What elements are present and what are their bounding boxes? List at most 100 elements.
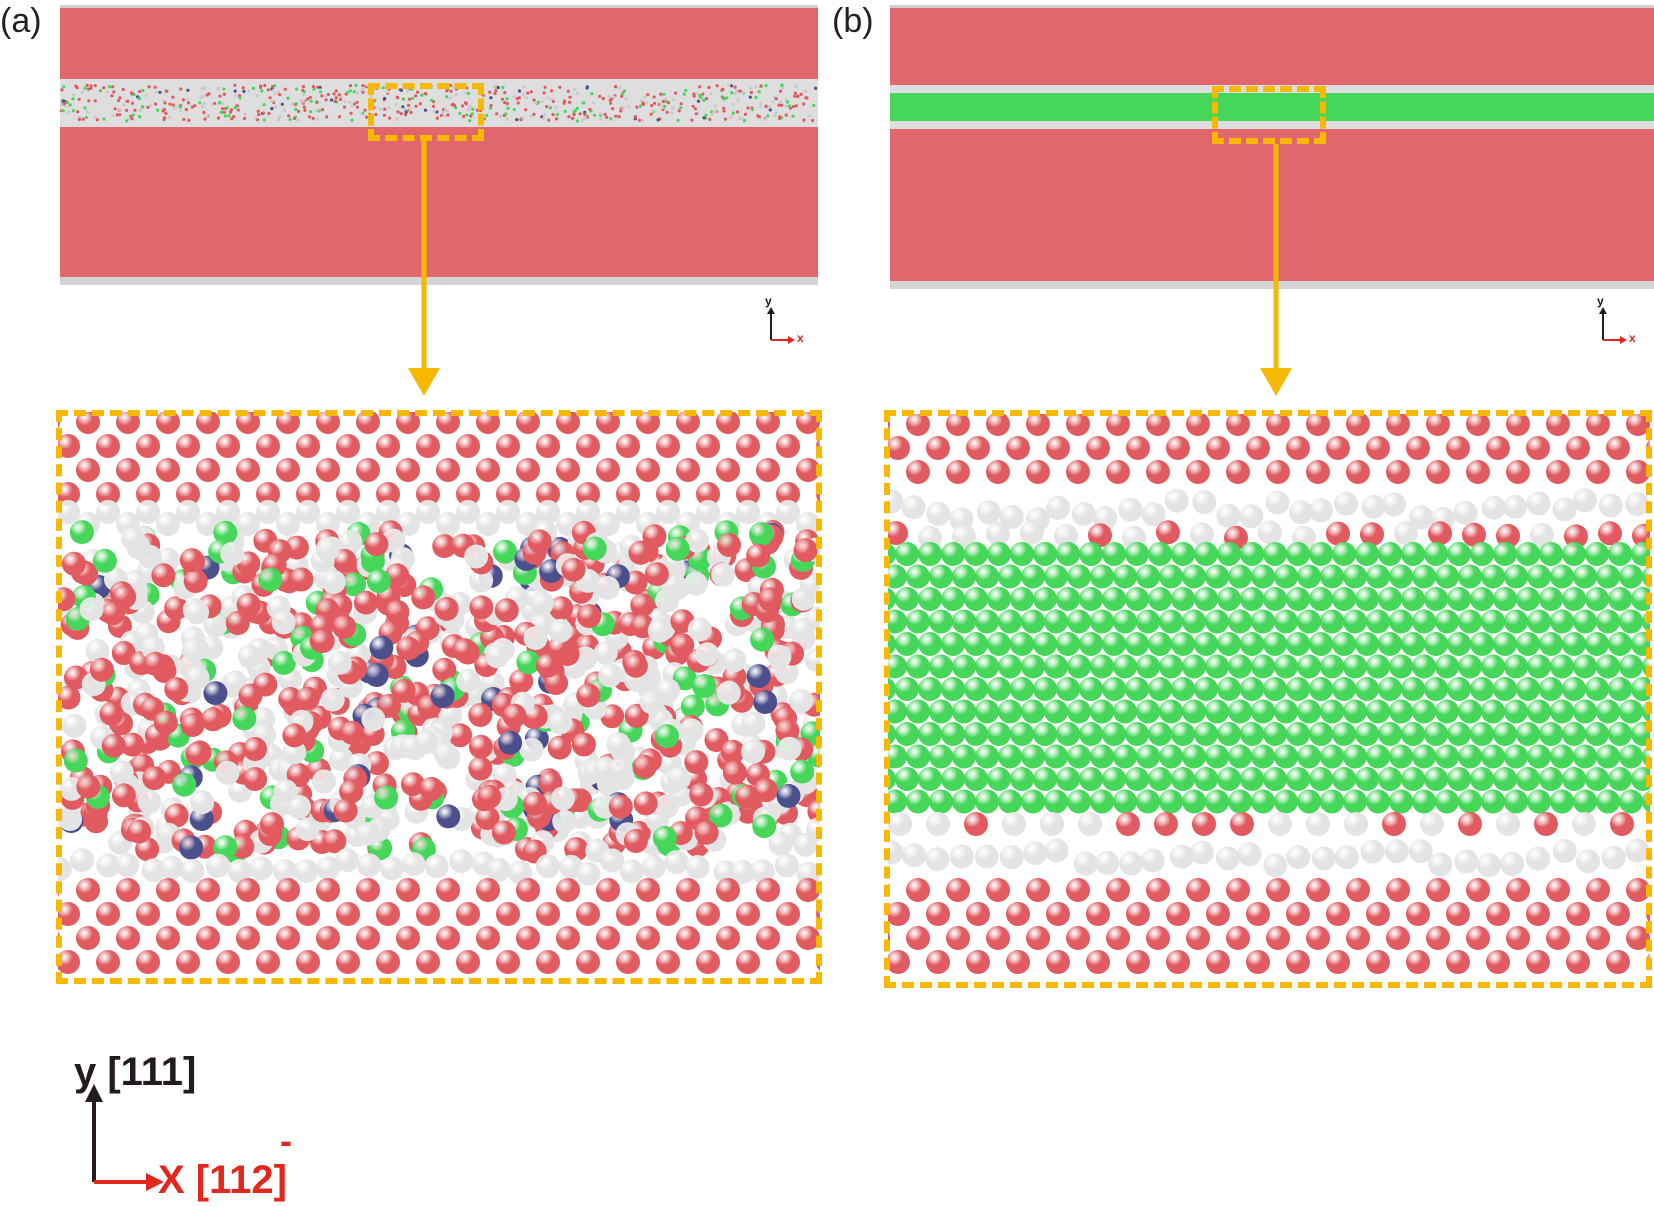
amorphous-atom bbox=[621, 107, 625, 112]
crystal-atom bbox=[276, 926, 300, 950]
crystal-atom bbox=[1026, 878, 1050, 902]
amorphous-atom bbox=[431, 104, 436, 108]
crystallized-atom bbox=[1263, 587, 1287, 611]
crystal-atom bbox=[58, 931, 60, 945]
crystal-atom bbox=[516, 412, 540, 434]
crystallized-atom bbox=[1585, 722, 1609, 746]
crystal-atom bbox=[1186, 878, 1210, 902]
amorphous-atom bbox=[144, 94, 148, 98]
amorphous-atom bbox=[83, 86, 87, 90]
crystallized-atom bbox=[1056, 677, 1080, 701]
amorphous-atom bbox=[791, 586, 816, 611]
crystallized-atom bbox=[1102, 722, 1126, 746]
interface-atom bbox=[977, 500, 1001, 525]
crystal-atom bbox=[96, 902, 120, 926]
interface-atom bbox=[1230, 812, 1254, 836]
crystallized-atom bbox=[1481, 609, 1505, 634]
crystallized-atom bbox=[1228, 654, 1252, 679]
amorphous-atom bbox=[309, 99, 313, 103]
interface-atom bbox=[888, 840, 904, 865]
crystal-atom bbox=[1506, 414, 1530, 436]
amorphous-atom bbox=[294, 102, 298, 106]
interface-atom bbox=[1496, 523, 1520, 548]
amorphous-atom bbox=[172, 772, 197, 797]
amorphous-atom bbox=[659, 92, 663, 96]
crystallized-atom bbox=[1401, 722, 1425, 746]
crystallized-atom bbox=[1608, 767, 1632, 791]
crystal-atom bbox=[796, 878, 820, 902]
amorphous-atom bbox=[258, 567, 283, 592]
amorphous-atom bbox=[550, 786, 575, 811]
amorphous-atom bbox=[695, 91, 699, 95]
amorphous-atom bbox=[432, 534, 457, 559]
crystallized-atom bbox=[1010, 767, 1034, 791]
amorphous-atom bbox=[661, 99, 666, 103]
amorphous-atom bbox=[692, 92, 696, 96]
crystal-atom bbox=[1346, 926, 1370, 950]
amorphous-atom bbox=[639, 690, 664, 715]
crystallized-atom bbox=[1447, 542, 1471, 566]
crystallized-atom bbox=[1148, 767, 1172, 791]
crystallized-atom bbox=[1056, 542, 1080, 566]
amorphous-atom bbox=[301, 88, 305, 92]
amorphous-atom bbox=[320, 94, 324, 98]
amorphous-atom bbox=[311, 116, 315, 120]
crystallized-atom bbox=[1159, 654, 1183, 679]
amorphous-atom bbox=[702, 98, 706, 102]
amorphous-atom bbox=[261, 111, 265, 115]
crystallized-atom bbox=[1021, 654, 1045, 679]
crystal-atom bbox=[1226, 926, 1250, 950]
crystal-atom bbox=[636, 458, 660, 482]
crystallized-atom bbox=[1033, 767, 1057, 791]
amorphous-atom bbox=[764, 83, 768, 88]
interface-atom bbox=[1477, 853, 1501, 878]
crystallized-atom bbox=[1470, 767, 1494, 791]
amorphous-atom bbox=[529, 90, 533, 94]
amorphous-atom bbox=[243, 116, 247, 120]
amorphous-atom bbox=[233, 83, 237, 87]
amorphous-atom bbox=[692, 674, 717, 698]
crystallized-atom bbox=[941, 632, 965, 656]
crystallized-atom bbox=[1067, 744, 1091, 769]
interface-atom bbox=[1428, 521, 1452, 546]
amorphous-atom bbox=[612, 95, 616, 99]
crystallized-atom bbox=[952, 789, 976, 814]
crystal-atom bbox=[116, 926, 140, 950]
crystal-atom bbox=[476, 926, 500, 950]
crystal-atom bbox=[656, 482, 680, 506]
crystal-atom bbox=[1326, 902, 1350, 926]
amorphous-atom bbox=[354, 83, 358, 87]
amorphous-atom bbox=[664, 97, 668, 101]
crystal-atom bbox=[1126, 950, 1150, 974]
crystallized-atom bbox=[1136, 744, 1160, 769]
amorphous-atom bbox=[667, 101, 671, 105]
amorphous-atom bbox=[153, 85, 157, 89]
amorphous-atom bbox=[339, 779, 364, 804]
amorphous-atom bbox=[288, 117, 292, 122]
amorphous-atom bbox=[218, 101, 222, 105]
amorphous-atom bbox=[142, 766, 167, 791]
crystal-atom bbox=[946, 926, 970, 950]
amorphous-atom bbox=[146, 105, 150, 109]
crystal-atom bbox=[1526, 950, 1550, 974]
amorphous-atom bbox=[702, 116, 706, 120]
crystal-atom bbox=[1386, 460, 1410, 484]
crystal-atom bbox=[376, 950, 400, 974]
amorphous-atom bbox=[251, 86, 255, 90]
crystal-atom bbox=[1126, 436, 1150, 460]
interface-atom bbox=[115, 853, 140, 878]
amorphous-atom bbox=[391, 678, 416, 703]
amorphous-atom bbox=[448, 96, 452, 100]
crystal-atom bbox=[736, 950, 760, 974]
amorphous-atom bbox=[622, 89, 627, 93]
amorphous-atom bbox=[577, 604, 602, 629]
crystallized-atom bbox=[1136, 789, 1160, 814]
crystallized-atom bbox=[975, 609, 999, 634]
crystallized-atom bbox=[1550, 564, 1574, 589]
amorphous-atom bbox=[627, 105, 631, 109]
amorphous-atom bbox=[515, 118, 519, 122]
amorphous-atom bbox=[213, 520, 238, 545]
interface-atom bbox=[70, 848, 94, 873]
amorphous-atom bbox=[502, 703, 527, 728]
amorphous-atom bbox=[348, 100, 352, 105]
